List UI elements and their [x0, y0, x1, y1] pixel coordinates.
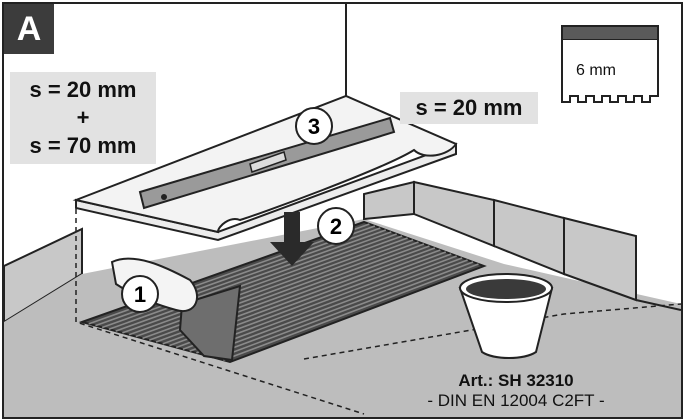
thickness-left-plus: +	[76, 105, 90, 130]
adhesive-ridge	[209, 259, 468, 358]
article-info: Art.: SH 32310 - DIN EN 12004 C2FT -	[396, 371, 636, 411]
step-3-number: 3	[308, 114, 320, 139]
adhesive-ridge	[128, 235, 403, 336]
thickness-label-left: s = 20 mm + s = 70 mm	[10, 72, 156, 164]
thickness-left-line1: s = 20 mm	[29, 77, 137, 102]
board-footprint-right	[303, 303, 681, 360]
step-1-marker: 1	[121, 275, 159, 313]
thickness-label-right: s = 20 mm	[400, 92, 538, 124]
step-2-number: 2	[330, 214, 342, 239]
panel-letter: A	[4, 4, 54, 54]
step-1-number: 1	[134, 282, 146, 307]
notched-trowel-icon	[561, 25, 659, 103]
down-arrow-icon	[270, 212, 314, 266]
trowel-notch-size: 6 mm	[576, 62, 616, 79]
adhesive-ridge	[196, 255, 458, 354]
adhesive-ridge	[115, 231, 392, 332]
spirit-level-icon	[138, 116, 396, 210]
step-2-marker: 2	[317, 207, 355, 245]
adhesive-ridge	[122, 233, 397, 334]
bucket-icon	[458, 273, 554, 359]
board-footprint-left	[75, 200, 365, 415]
thickness-left-line2: s = 70 mm	[29, 133, 137, 158]
wall-tiles	[363, 180, 681, 311]
adhesive-ridge	[202, 257, 463, 356]
installation-scene: 3 2 1	[4, 4, 681, 417]
step-3-marker: 3	[295, 107, 333, 145]
adhesive-ridge	[108, 229, 387, 331]
adhesive-ridge	[216, 261, 474, 360]
adhesive-ridge	[222, 263, 479, 361]
article-standard: - DIN EN 12004 C2FT -	[427, 391, 605, 410]
article-number: Art.: SH 32310	[458, 371, 574, 390]
